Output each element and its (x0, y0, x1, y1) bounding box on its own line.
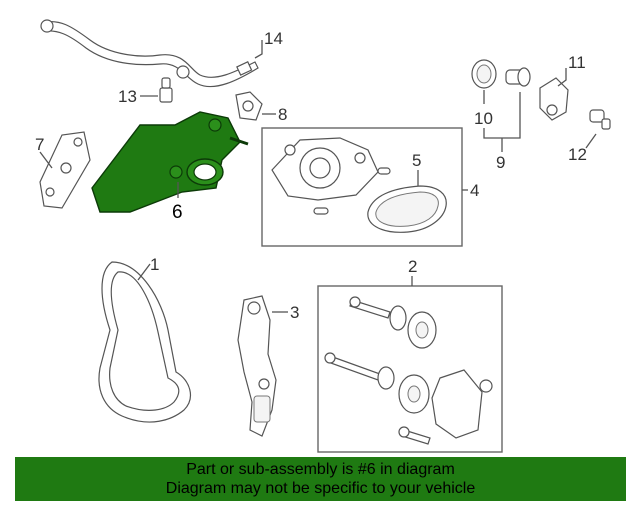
part-6-housing-highlighted[interactable] (91, 111, 249, 213)
callout-12: 12 (568, 133, 597, 164)
group-box-4 (261, 127, 463, 247)
parts-diagram: 14 13 8 7 6 (35, 19, 611, 453)
svg-text:3: 3 (290, 303, 299, 322)
svg-text:12: 12 (568, 145, 587, 164)
svg-text:9: 9 (496, 153, 505, 172)
part-13-sensor[interactable] (159, 77, 173, 103)
part-11-housing[interactable] (539, 77, 569, 121)
svg-text:11: 11 (568, 53, 586, 72)
callout-5: 5 (412, 151, 421, 186)
part-10-cap[interactable] (471, 59, 497, 89)
svg-text:10: 10 (474, 109, 493, 128)
part-3-tensioner[interactable] (237, 295, 277, 437)
svg-text:1: 1 (150, 255, 159, 274)
callout-11: 11 (557, 53, 586, 87)
svg-text:8: 8 (278, 105, 287, 124)
svg-text:6: 6 (172, 202, 183, 223)
svg-text:13: 13 (118, 87, 137, 106)
group-box-2 (317, 285, 503, 453)
callout-9: 9 (483, 92, 521, 172)
svg-text:14: 14 (264, 29, 283, 48)
callout-13: 13 (118, 87, 158, 106)
info-banner: Part or sub-assembly is #6 in diagram Di… (15, 457, 626, 501)
callout-10: 10 (474, 90, 493, 128)
part-7-plate[interactable] (39, 131, 91, 209)
svg-text:7: 7 (35, 135, 44, 154)
part-8-gasket[interactable] (235, 91, 263, 121)
part-14-pipe[interactable] (40, 19, 259, 88)
part-4-water-pump[interactable] (271, 137, 391, 215)
callout-7: 7 (35, 135, 53, 169)
banner-line-1: Part or sub-assembly is #6 in diagram (186, 461, 455, 478)
part-1-belt[interactable] (98, 261, 192, 423)
part-5-gasket[interactable] (367, 185, 447, 233)
svg-text:2: 2 (408, 257, 417, 276)
callout-8: 8 (262, 105, 287, 124)
svg-text:4: 4 (470, 181, 479, 200)
callout-3: 3 (272, 303, 299, 322)
callout-14: 14 (254, 29, 283, 59)
banner-line-2: Diagram may not be specific to your vehi… (165, 480, 476, 497)
part-9-fitting[interactable] (505, 67, 531, 87)
callout-4: 4 (462, 181, 479, 200)
callout-6: 6 (172, 182, 183, 223)
part-2-tensioner-kit[interactable] (324, 296, 493, 445)
callout-1: 1 (137, 255, 159, 281)
callout-2: 2 (408, 257, 417, 286)
svg-text:5: 5 (412, 151, 421, 170)
part-12-sensor[interactable] (589, 109, 611, 130)
